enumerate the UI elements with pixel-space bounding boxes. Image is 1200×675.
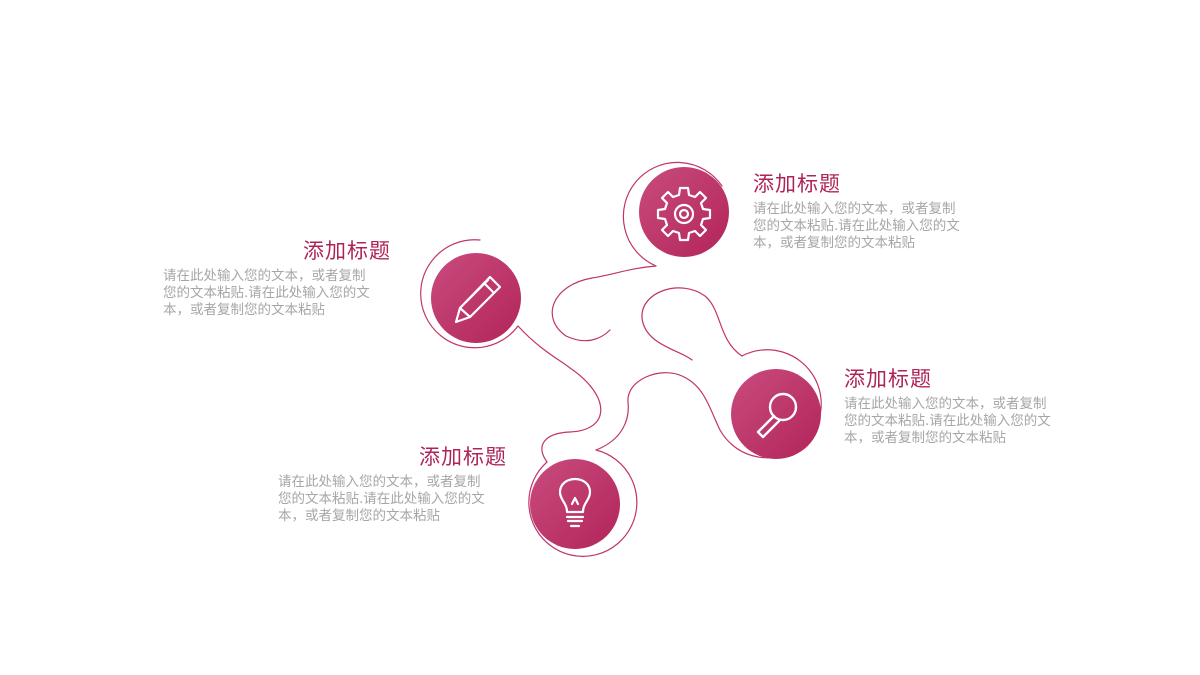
item-title-bulb: 添加标题 [419, 445, 507, 469]
item-title-pencil: 添加标题 [303, 239, 391, 263]
body-line: 本，或者复制您的文本粘贴 [278, 508, 440, 524]
lightbulb-icon [558, 477, 592, 528]
body-line: 本，或者复制您的文本粘贴 [844, 430, 1006, 446]
body-line: 请在此处输入您的文本，或者复制 [163, 268, 366, 284]
gear-icon [656, 186, 712, 242]
body-line: 请在此处输入您的文本，或者复制 [844, 396, 1047, 412]
curve-magnifier-to-center [641, 287, 743, 361]
ring-bulb [528, 449, 638, 557]
item-body-magnifier: 请在此处输入您的文本，或者复制 您的文本粘贴.请在此处输入您的文 本，或者复制您… [844, 396, 1084, 447]
node-gear [639, 167, 729, 257]
body-line: 请在此处输入您的文本，或者复制 [753, 201, 956, 217]
ring-gear [622, 161, 723, 267]
item-body-gear: 请在此处输入您的文本，或者复制 您的文本粘贴.请在此处输入您的文 本，或者复制您… [753, 201, 993, 252]
magnifier-icon [756, 392, 798, 439]
body-line: 您的文本粘贴.请在此处输入您的文 [844, 413, 1051, 429]
item-body-pencil: 请在此处输入您的文本，或者复制 您的文本粘贴.请在此处输入您的文 本，或者复制您… [163, 268, 403, 319]
curve-bulb-to-center [595, 372, 721, 451]
item-title-magnifier: 添加标题 [844, 367, 932, 391]
ring-pencil [420, 239, 519, 349]
body-line: 您的文本粘贴.请在此处输入您的文 [753, 218, 960, 234]
curve-gear-to-center [551, 265, 657, 342]
item-title-gear: 添加标题 [753, 172, 841, 196]
body-line: 您的文本粘贴.请在此处输入您的文 [163, 285, 370, 301]
body-line: 您的文本粘贴.请在此处输入您的文 [278, 491, 485, 507]
body-line: 请在此处输入您的文本，或者复制 [278, 474, 481, 490]
node-pencil [431, 253, 521, 343]
pencil-icon [454, 275, 502, 324]
node-bulb [530, 459, 620, 549]
body-line: 本，或者复制您的文本粘贴 [753, 235, 915, 251]
item-body-bulb: 请在此处输入您的文本，或者复制 您的文本粘贴.请在此处输入您的文 本，或者复制您… [278, 474, 518, 525]
body-line: 本，或者复制您的文本粘贴 [163, 302, 325, 318]
node-magnifier [731, 369, 821, 459]
curve-pencil-to-center [517, 325, 602, 463]
